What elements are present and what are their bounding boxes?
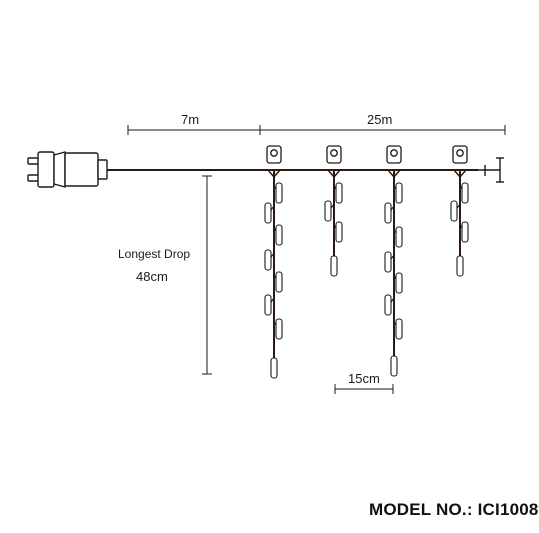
led-bulb (395, 226, 403, 248)
lit-length-dimension (260, 125, 506, 135)
led-bulb (461, 221, 469, 243)
model-number: MODEL NO.: ICI1008 (369, 500, 539, 520)
lit-length-label: 25m (367, 112, 393, 127)
model-label: MODEL NO.: (369, 500, 473, 519)
led-bulb (395, 272, 403, 294)
led-bulb (335, 182, 343, 204)
led-bulb (450, 200, 458, 222)
led-bulb (461, 182, 469, 204)
hanging-clip-icon (326, 145, 342, 164)
plug-icon (27, 151, 108, 188)
longest-drop-value: 48cm (136, 269, 168, 284)
end-connector-icon (478, 157, 504, 183)
hanging-clip-icon (266, 145, 282, 164)
icicle-drop-4 (450, 145, 469, 277)
lead-length-label: 7m (181, 112, 200, 127)
model-code: ICI1008 (477, 500, 539, 519)
icicle-drop-2 (324, 145, 343, 277)
led-bulb (384, 202, 392, 224)
drop-spacing-dimension (334, 384, 394, 394)
led-bulb (264, 249, 272, 271)
led-bulb (275, 318, 283, 340)
led-bulb (395, 318, 403, 340)
icicle-drop-1 (264, 145, 283, 379)
led-bulb (395, 182, 403, 204)
longest-drop-dimension (202, 175, 212, 375)
led-bulb (330, 255, 338, 277)
led-bulb (384, 251, 392, 273)
led-bulb (275, 182, 283, 204)
drop-spacing-label: 15cm (348, 371, 380, 386)
led-bulb (270, 357, 278, 379)
longest-drop-label: Longest Drop (118, 247, 191, 261)
led-bulb (384, 294, 392, 316)
led-bulb (335, 221, 343, 243)
led-bulb (264, 294, 272, 316)
led-bulb (275, 271, 283, 293)
hanging-clip-icon (452, 145, 468, 164)
hanging-clip-icon (386, 145, 402, 164)
led-bulb (390, 355, 398, 377)
led-bulb (324, 200, 332, 222)
led-bulb (456, 255, 464, 277)
icicle-drop-3 (384, 145, 403, 377)
led-bulb (264, 202, 272, 224)
led-bulb (275, 224, 283, 246)
